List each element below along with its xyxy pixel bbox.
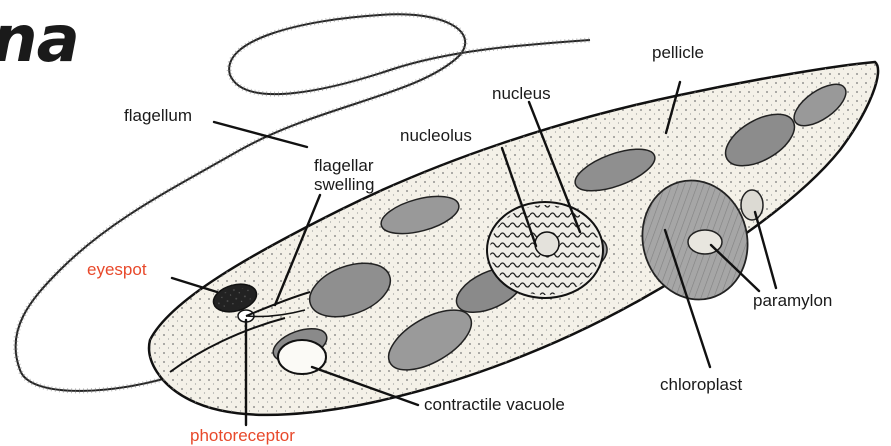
- label-flagellum: flagellum: [124, 106, 192, 125]
- label-flagellar-swelling-line1: flagellar: [314, 156, 374, 175]
- paramylon-granule: [741, 190, 763, 220]
- label-chloroplast: chloroplast: [660, 375, 742, 394]
- leader-paramylon-b: [755, 212, 776, 288]
- label-pellicle: pellicle: [652, 43, 704, 62]
- label-eyespot: eyespot: [87, 260, 147, 279]
- label-photoreceptor: photoreceptor: [190, 426, 295, 445]
- label-nucleus: nucleus: [492, 84, 551, 103]
- label-nucleolus: nucleolus: [400, 126, 472, 145]
- nucleolus-shape: [535, 232, 559, 256]
- label-paramylon: paramylon: [753, 291, 832, 310]
- label-flagellar-swelling-line2: swelling: [314, 175, 374, 194]
- label-contractile-vacuole: contractile vacuole: [424, 395, 565, 414]
- nucleus-shape: [487, 202, 603, 298]
